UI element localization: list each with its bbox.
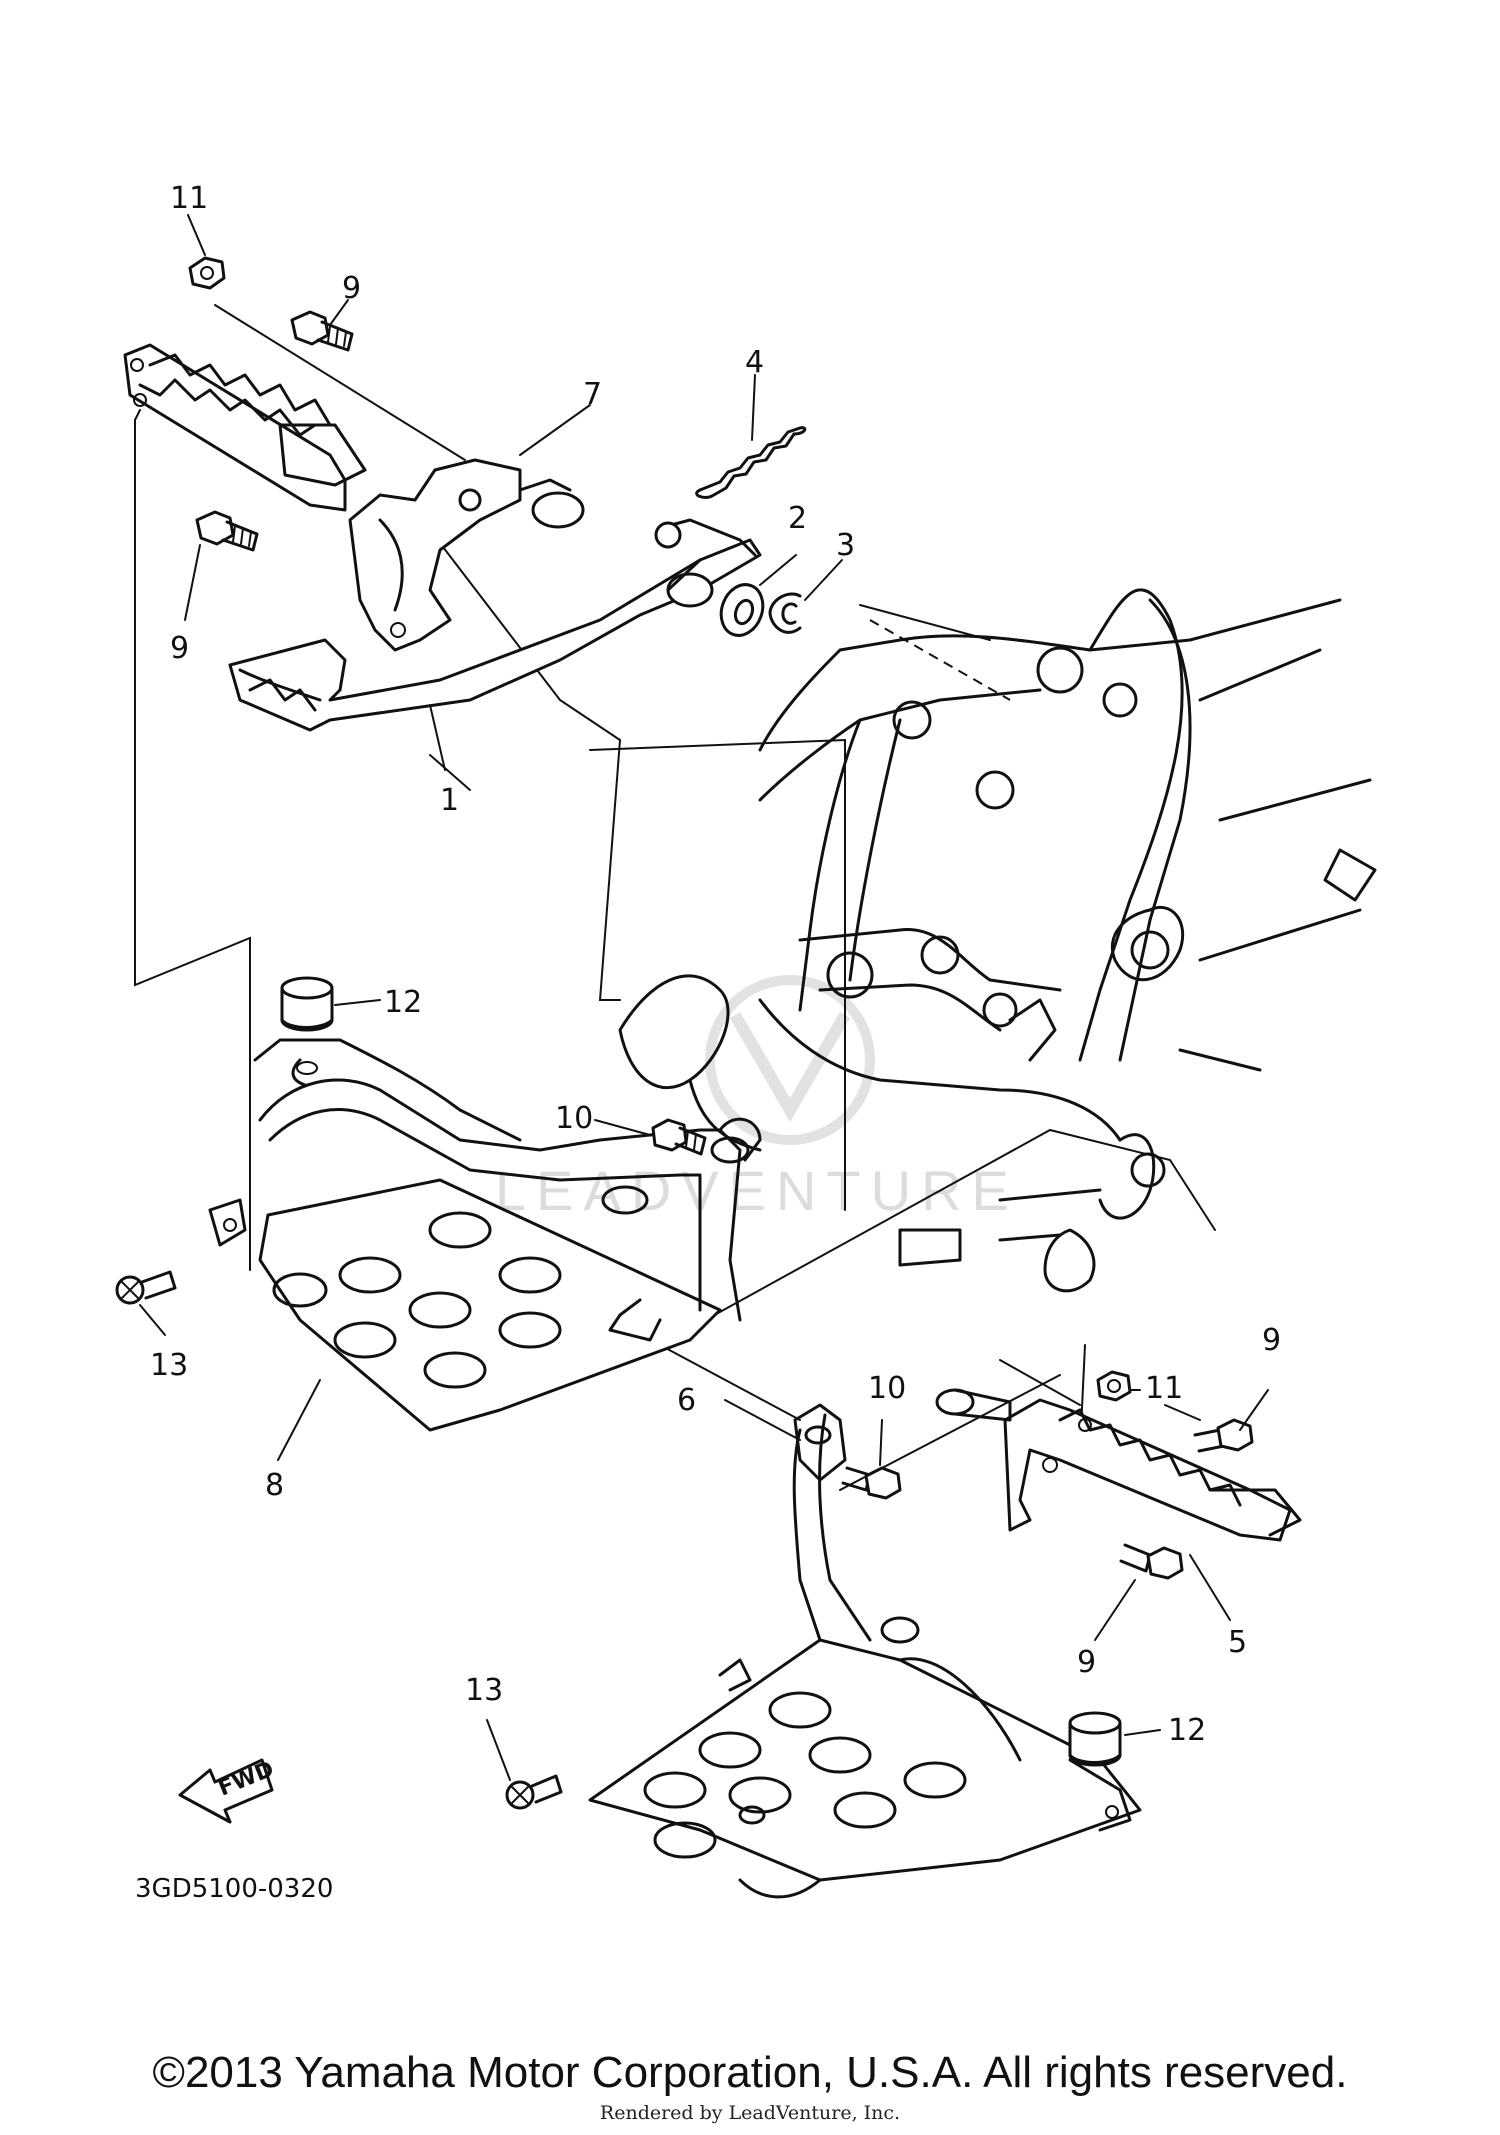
washer [719,583,765,637]
callout-12-right: 12 [1168,1713,1206,1748]
callout-leaders [139,214,1269,1781]
brake-pedal [228,518,762,732]
e-clip [768,592,802,634]
step-guard-right [588,1403,1142,1899]
leader-lines [134,304,1216,1491]
callout-labels: 11 9 7 4 2 3 9 1 12 10 13 8 11 9 10 6 9 … [150,181,1281,1748]
callout-3: 3 [836,528,855,563]
callout-9-right-bottom: 9 [1077,1645,1096,1680]
copyright-notice: ©2013 Yamaha Motor Corporation, U.S.A. A… [152,2048,1348,2097]
nut-11-top [188,256,226,290]
step-guard-left [208,1038,762,1432]
callout-9-right-top: 9 [1262,1323,1281,1358]
rubber-damper-right [1068,1711,1122,1767]
bolt-10-right [841,1466,902,1500]
rendered-by-credit: Rendered by LeadVenture, Inc. [599,2102,901,2124]
callout-8: 8 [265,1468,284,1503]
footrest-bracket [348,458,585,652]
brake-spring [695,426,807,499]
callout-11-right: 11 [1145,1371,1183,1406]
bolt-9-right-top [1193,1418,1254,1453]
bolt-9-mid [195,510,259,552]
rubber-damper-top [280,976,334,1032]
bolt-13-top [115,1270,177,1305]
callout-1: 1 [440,783,459,818]
callout-11-top: 11 [170,181,208,216]
fwd-arrow-icon: FWD [178,1757,278,1824]
callout-13-top: 13 [150,1348,188,1383]
watermark-logo: LEADVENTURE [495,975,1019,1222]
diagram-code: 3GD5100-0320 [135,1874,333,1904]
bolt-9-right-bottom [1119,1543,1184,1580]
bolt-13-right [505,1774,563,1810]
callout-10-right: 10 [868,1371,906,1406]
bolt-9-top [290,310,354,352]
nut-11-right [1096,1370,1132,1402]
callout-9-mid: 9 [170,631,189,666]
bolt-10-top [651,1118,707,1156]
callout-5: 5 [1228,1625,1247,1660]
callout-10-top: 10 [555,1101,593,1136]
watermark-text: LEADVENTURE [495,1159,1019,1222]
callout-9-top: 9 [342,271,361,306]
right-footrest [935,1388,1302,1542]
callout-7: 7 [583,377,602,412]
callout-6: 6 [677,1383,696,1418]
left-footrest [123,343,367,512]
callout-13-right: 13 [465,1673,503,1708]
frame [618,588,1377,1293]
callout-4: 4 [745,345,764,380]
callout-12-top: 12 [384,985,422,1020]
callout-2: 2 [788,501,807,536]
